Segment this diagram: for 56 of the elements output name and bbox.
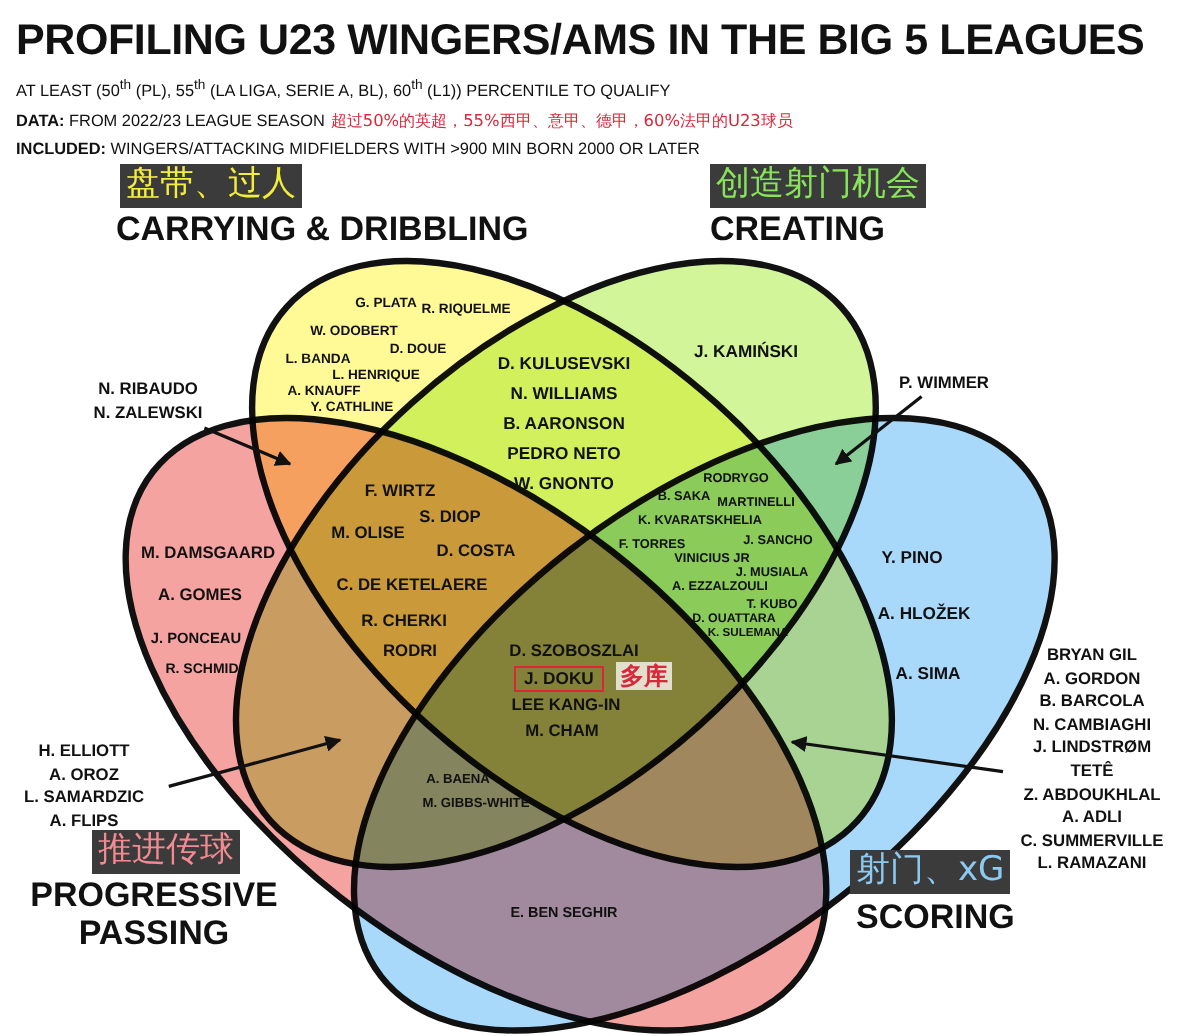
- set-heading: SCORING: [855, 899, 1015, 938]
- player-name: A. GOMES: [158, 585, 242, 603]
- player-name: H. ELLIOTT: [36, 740, 132, 764]
- leader-arrow: [168, 736, 342, 788]
- chinese-heading: 射门、xG: [849, 849, 1011, 894]
- player-name: S. DIOP: [419, 507, 481, 525]
- player-name: M. CHAM: [525, 721, 599, 739]
- player-name: A. GORDON: [1041, 667, 1143, 691]
- player-name: BRYAN GIL: [1045, 644, 1139, 668]
- player-name: J. KAMIŃSKI: [693, 343, 799, 361]
- chinese-heading: 创造射门机会: [709, 164, 926, 208]
- player-name: Y. PINO: [881, 549, 943, 567]
- player-name: N. ZALEWSKI: [91, 401, 205, 425]
- set-heading: PROGRESSIVE PASSING: [28, 877, 280, 953]
- player-name: J. LINDSTRØM: [1030, 736, 1154, 760]
- player-name: TETÊ: [1068, 759, 1116, 784]
- chinese-heading: 推进传球: [92, 829, 240, 874]
- player-name: A. FLIPS: [47, 809, 121, 832]
- player-name: M. OLISE: [331, 523, 405, 541]
- title: PROFILING U23 WINGERS/AMS IN THE BIG 5 LEAGUES: [16, 16, 1145, 66]
- player-name: W. GNONTO: [514, 475, 614, 493]
- player-name: B. BARCOLA: [1037, 690, 1147, 714]
- player-name: D. COSTA: [436, 541, 516, 559]
- player-name: N. RIBAUDO: [96, 378, 200, 402]
- player-name: A. ADLI: [1060, 806, 1124, 830]
- set-heading: CARRYING & DRIBBLING: [116, 212, 529, 250]
- player-name: D. KULUSEVSKI: [497, 355, 631, 373]
- highlighted-name: J. DOKU: [514, 666, 604, 693]
- player-name: R. CHERKI: [361, 611, 447, 629]
- subtitle-text: INCLUDED: WINGERS/ATTACKING MIDFIELDERS WITH >900 MIN BORN 2000 OR LATER: [16, 139, 700, 158]
- player-name: RODRI: [383, 641, 437, 659]
- player-name: B. AARONSON: [503, 415, 625, 433]
- player-name: C. DE KETELAERE: [336, 575, 488, 593]
- player-name: L. SAMARDZIC: [21, 786, 146, 810]
- player-name: L. RAMAZANI: [1035, 852, 1149, 876]
- player-name: LEE KANG-IN: [511, 695, 621, 713]
- player-name: Z. ABDOUKHLAL: [1021, 783, 1163, 807]
- player-name: D. SZOBOSZLAI: [509, 641, 639, 659]
- player-name: F. WIRTZ: [364, 481, 436, 499]
- translation-text: 超过50%的英超，55%西甲、意甲、德甲，60%法甲的U23球员: [330, 109, 793, 130]
- leader-arrow: [834, 395, 923, 466]
- subtitle-text: DATA: FROM 2022/23 LEAGUE SEASON: [16, 111, 325, 130]
- player-name: A. HLOŽEK: [877, 605, 971, 623]
- player-name: A. OROZ: [47, 763, 121, 787]
- player-name: A. SIMA: [895, 665, 961, 683]
- player-name: C. SUMMERVILLE: [1018, 829, 1166, 853]
- player-name: N. CAMBIAGHI: [1030, 713, 1154, 737]
- player-name: PEDRO NETO: [507, 445, 621, 463]
- subtitle-text: AT LEAST (50$^{th}$ (PL), 55$^{th}$ (LA LIGA, SERIE A, BL), 60$^{th}$ (L1)) PERCENTILE TO QUALIFY: [16, 81, 671, 100]
- player-name: M. DAMSGAARD: [141, 543, 275, 561]
- set-heading: CREATING: [709, 212, 885, 250]
- player-name: P. WIMMER: [897, 372, 991, 396]
- player-name: N. WILLIAMS: [510, 385, 618, 403]
- leader-arrow: [203, 426, 292, 466]
- chinese-heading: 盘带、过人: [120, 164, 302, 208]
- annotation-text: 多库: [616, 662, 672, 690]
